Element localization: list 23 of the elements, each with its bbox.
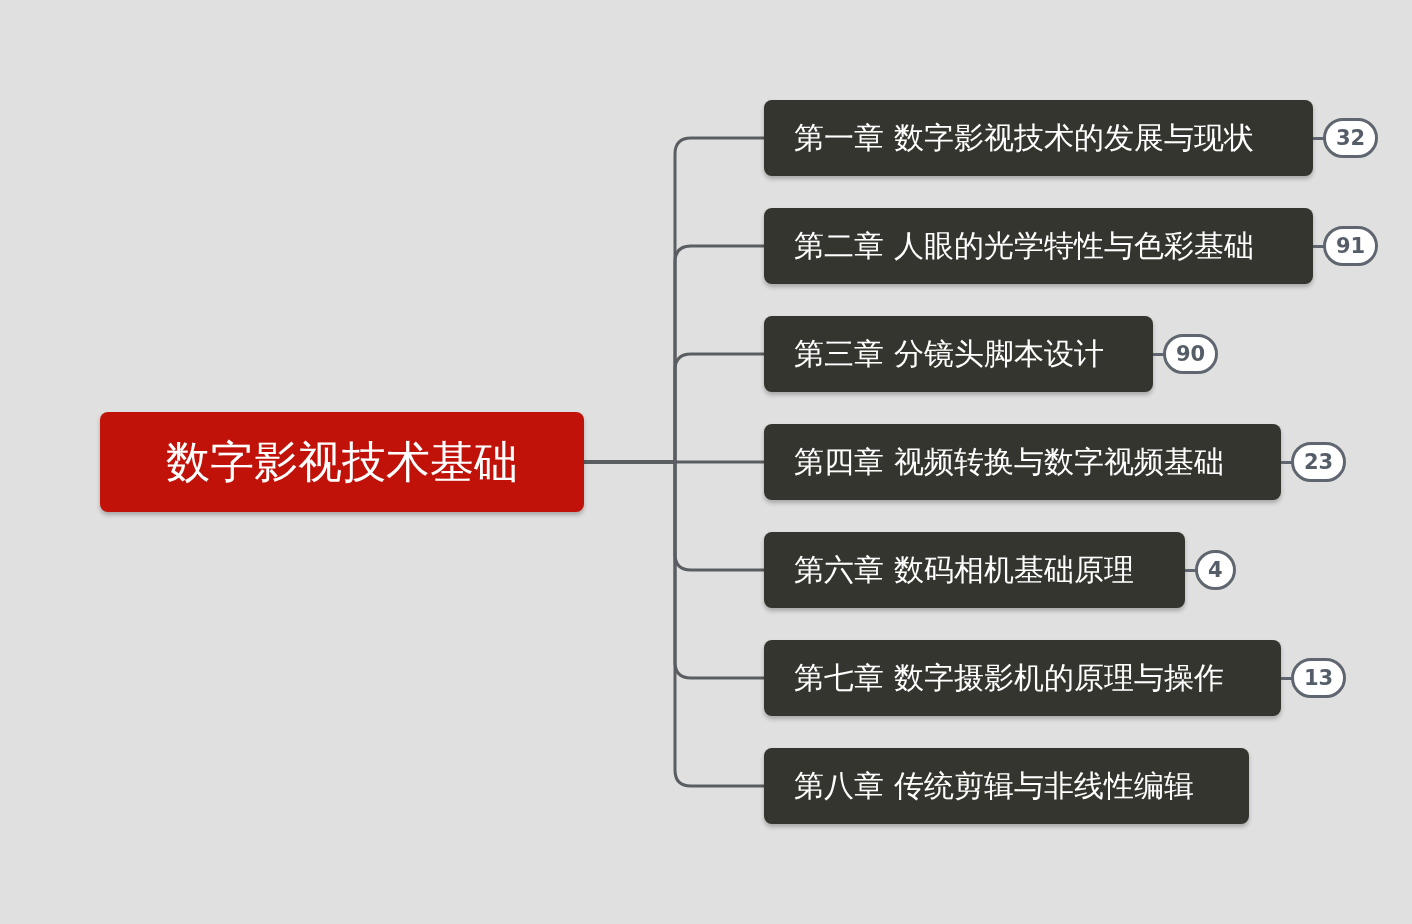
connector-line: [584, 460, 764, 788]
count-badge: 4: [1195, 550, 1236, 590]
topic-label: 第三章 分镜头脚本设计: [794, 334, 1104, 373]
topic-box: [764, 316, 1153, 392]
topic-box: [764, 100, 1313, 176]
topic-label: 第四章 视频转换与数字视频基础: [794, 442, 1224, 481]
count-badge: 32: [1323, 118, 1379, 158]
topic-box: [764, 532, 1185, 608]
topic-box: [764, 640, 1281, 716]
topic-label: 第二章 人眼的光学特性与色彩基础: [794, 226, 1254, 265]
topic-box: [764, 424, 1281, 500]
topic-box: [764, 748, 1249, 824]
topic-label: 第八章 传统剪辑与非线性编辑: [794, 766, 1194, 805]
topic-label: 第六章 数码相机基础原理: [794, 550, 1134, 589]
count-badge: 91: [1323, 226, 1379, 266]
topic-label: 第七章 数字摄影机的原理与操作: [794, 658, 1224, 697]
count-badge: 23: [1291, 442, 1347, 482]
count-badge: 90: [1163, 334, 1219, 374]
topic-box: [764, 208, 1313, 284]
topic-label: 第一章 数字影视技术的发展与现状: [794, 118, 1254, 157]
topic-label: 数字影视技术基础: [166, 434, 518, 489]
count-badge: 13: [1291, 658, 1347, 698]
root-topic-box: [100, 412, 584, 512]
